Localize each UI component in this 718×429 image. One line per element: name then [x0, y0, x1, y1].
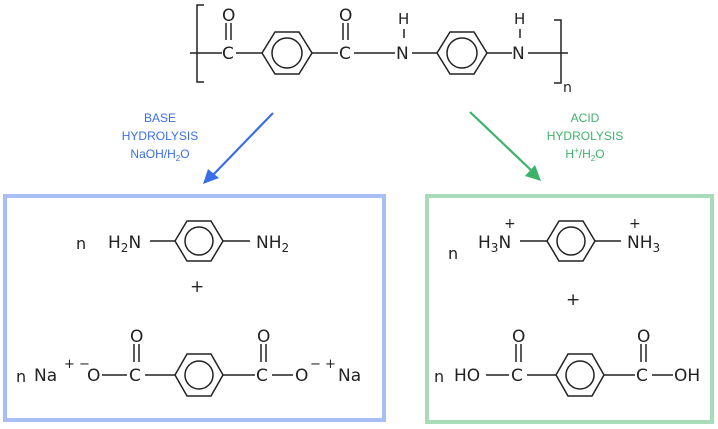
- charge-left: +: [504, 216, 516, 232]
- base-label-line1: BASE: [144, 111, 176, 125]
- coefficient-n: n: [448, 244, 458, 263]
- sodium-terephthalate: n Na + − O C O C O O − + Na: [16, 327, 361, 397]
- benzene-ring: [555, 353, 605, 397]
- carbon-left: C: [511, 366, 523, 386]
- oxygen-carbonyl-right: O: [637, 327, 650, 347]
- base-label-line2: HYDROLYSIS: [122, 129, 198, 143]
- plus-sign: +: [190, 277, 204, 297]
- carbon-left: C: [129, 366, 141, 386]
- atom-n2: N: [512, 44, 525, 64]
- atom-c1: C: [222, 44, 234, 64]
- arrowhead-icon: [203, 169, 219, 184]
- atom-h1: H: [398, 10, 409, 28]
- coefficient-n: n: [434, 367, 444, 386]
- benzene-ring: [546, 220, 596, 262]
- oxygen-carbonyl-left: O: [512, 327, 525, 347]
- amine-right: NH2: [256, 233, 289, 255]
- cation-right: Na: [338, 366, 361, 386]
- atom-n1: N: [396, 44, 409, 64]
- oxygen-left: O: [87, 366, 100, 386]
- benzene-ring: [436, 31, 488, 75]
- acid-label-line2: HYDROLYSIS: [547, 129, 623, 143]
- base-hydrolysis-label: BASE HYDROLYSIS NaOH/H2O: [122, 111, 198, 163]
- base-products-box: [3, 194, 386, 422]
- charge-right: +: [629, 216, 641, 232]
- benzene-ring: [261, 31, 313, 75]
- atom-o2: O: [339, 6, 352, 26]
- acid-label-line1: ACID: [571, 111, 600, 125]
- arrowhead-icon: [525, 165, 541, 181]
- right-bracket: [554, 19, 562, 84]
- atom-c2: C: [339, 44, 351, 64]
- oxygen-right: O: [295, 366, 308, 386]
- carbon-right: C: [256, 366, 268, 386]
- acid-reagent: H+/H2O: [565, 146, 604, 163]
- plus-sign: +: [566, 290, 580, 310]
- p-phenylenediamine: n H2N NH2: [76, 220, 289, 262]
- benzene-ring: [174, 220, 224, 262]
- ammonium-left: H3N: [478, 233, 511, 255]
- acid-products-box: [425, 194, 714, 424]
- kevlar-polymer: C O C O N H N H n: [190, 4, 572, 96]
- hydroxyl-right: OH: [674, 366, 700, 386]
- repeat-subscript: n: [563, 80, 572, 96]
- benzene-ring: [174, 353, 224, 397]
- carbon-right: C: [636, 366, 648, 386]
- coefficient-n: n: [76, 234, 86, 253]
- coefficient-n: n: [16, 367, 26, 386]
- charges-left: + −: [64, 357, 90, 372]
- acid-arrow: [469, 111, 541, 181]
- acid-hydrolysis-label: ACID HYDROLYSIS H+/H2O: [547, 111, 623, 163]
- charges-right: − +: [310, 357, 336, 372]
- oxygen-carbonyl-left: O: [130, 327, 143, 347]
- amine-left: H2N: [108, 233, 141, 255]
- p-phenylenediammonium: n H3N + NH3 +: [448, 216, 660, 263]
- base-arrow: [203, 112, 274, 184]
- left-bracket: [196, 4, 204, 83]
- atom-h2: H: [514, 10, 525, 28]
- base-reagent: NaOH/H2O: [130, 147, 189, 163]
- atom-o1: O: [222, 6, 235, 26]
- terephthalic-acid: n HO C O C O OH: [434, 327, 700, 397]
- ammonium-right: NH3: [627, 233, 660, 255]
- hydroxyl-left: HO: [454, 366, 480, 386]
- cation-left: Na: [34, 366, 57, 386]
- oxygen-carbonyl-right: O: [257, 327, 270, 347]
